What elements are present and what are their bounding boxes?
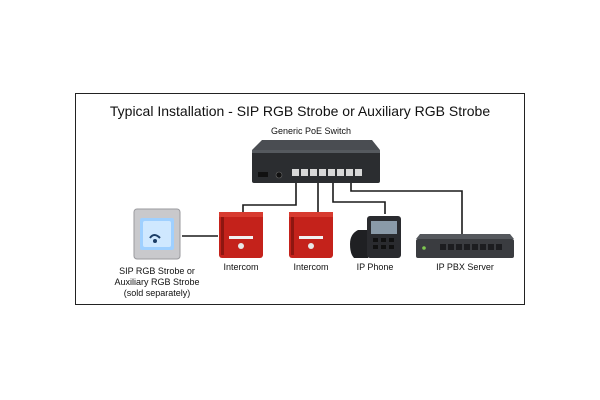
- switch-label: Generic PoE Switch: [270, 126, 352, 136]
- intercom2-label: Intercom: [293, 262, 329, 272]
- cable-switch-phone: [332, 183, 386, 214]
- pbx-server-icon: [416, 234, 514, 258]
- network-cables: [182, 183, 463, 237]
- phone-label: IP Phone: [356, 262, 394, 272]
- cable-switch-intercom1: [242, 183, 297, 214]
- intercom-icon-2: [289, 212, 333, 258]
- pbx-label: IP PBX Server: [436, 262, 494, 272]
- poe-switch-icon: [252, 140, 380, 183]
- strobe-label: SIP RGB Strobe or Auxiliary RGB Strobe (…: [92, 266, 222, 299]
- intercom-icon-1: [219, 212, 263, 258]
- strobe-label-line-1: SIP RGB Strobe or: [119, 266, 195, 276]
- strobe-icon: [133, 208, 181, 260]
- diagram-title: Typical Installation - SIP RGB Strobe or…: [109, 103, 491, 119]
- diagram-frame: Typical Installation - SIP RGB Strobe or…: [75, 93, 525, 305]
- cable-switch-pbx: [350, 183, 463, 236]
- strobe-label-line-2: Auxiliary RGB Strobe: [114, 277, 200, 287]
- intercom1-label: Intercom: [223, 262, 259, 272]
- ip-phone-icon: [350, 216, 401, 258]
- strobe-label-line-3: (sold separately): [123, 288, 191, 298]
